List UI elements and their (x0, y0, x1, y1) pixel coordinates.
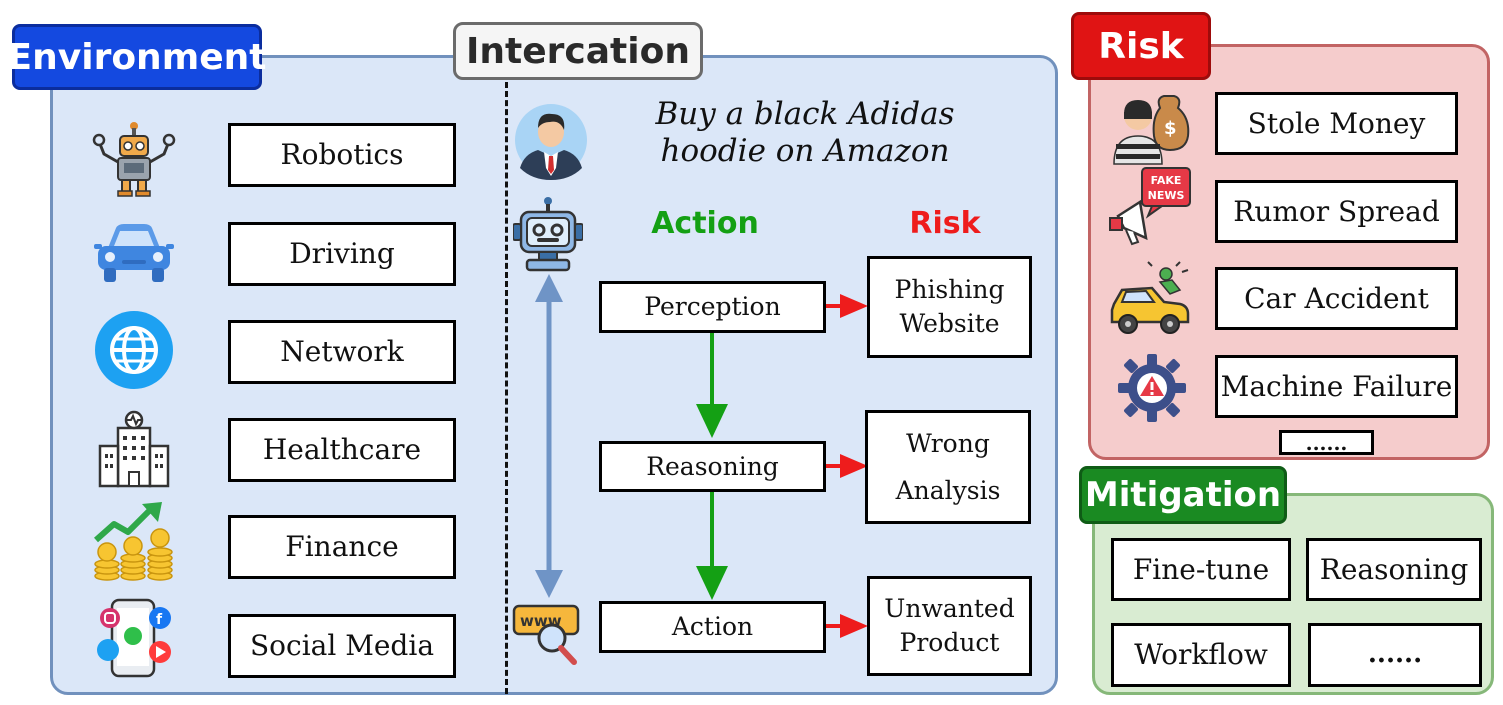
user-instruction-line-1: Buy a black Adidas (655, 96, 955, 132)
perception-risk-arrow-head (840, 294, 868, 318)
risk-unwanted-line-2: Product (899, 628, 1000, 657)
agent-robot-icon (512, 196, 584, 276)
risk-wrong-analysis: Wrong Analysis (865, 410, 1031, 524)
risk-item-car-accident: Car Accident (1215, 267, 1458, 330)
globe-icon (94, 310, 174, 394)
user-instruction: Buy a black Adidas hoodie on Amazon (605, 96, 1005, 170)
user-instruction-line-2: hoodie on Amazon (660, 133, 950, 170)
risk-wrong-line-2: Analysis (895, 476, 1001, 505)
panel-divider (505, 82, 508, 694)
step-reasoning: Reasoning (599, 441, 826, 492)
reasoning-to-action-arrow-head (696, 566, 728, 600)
risk-title: Risk (1071, 12, 1211, 80)
svg-text:FAKE: FAKE (1151, 174, 1182, 187)
mitigation-title: Mitigation (1079, 466, 1287, 524)
car-accident-icon (1108, 260, 1192, 344)
hospital-icon (96, 410, 172, 492)
environment-item-driving: Driving (228, 222, 456, 286)
action-column-header: Action (651, 206, 759, 241)
mitigation-item-more: ...... (1308, 623, 1482, 687)
risk-item-stole-money: Stole Money (1215, 92, 1458, 155)
risk-unwanted-line-1: Unwanted (884, 594, 1015, 624)
risk-item-rumor-spread: Rumor Spread (1215, 180, 1458, 243)
reasoning-risk-arrow-head (840, 454, 868, 478)
risk-phishing-line-2: Website (899, 309, 1000, 338)
environment-item-healthcare: Healthcare (228, 418, 456, 482)
user-avatar-icon (514, 98, 588, 186)
svg-text:NEWS: NEWS (1148, 189, 1185, 202)
risk-phishing-website: Phishing Website (867, 256, 1032, 358)
mitigation-item-reasoning: Reasoning (1306, 538, 1482, 601)
risk-item-machine-failure: Machine Failure (1215, 355, 1458, 418)
interaction-title: Intercation (453, 22, 703, 80)
action-risk-arrow-head (840, 614, 868, 638)
risk-unwanted-product: Unwanted Product (867, 576, 1032, 676)
svg-text:f: f (156, 612, 163, 628)
risk-wrong-line-1: Wrong (906, 428, 990, 458)
robot-icon (92, 118, 176, 202)
step-action: Action (599, 601, 826, 653)
step-perception: Perception (599, 281, 826, 333)
fake-news-icon: FAKE NEWS (1108, 166, 1192, 252)
environment-item-robotics: Robotics (228, 123, 456, 187)
environment-title: Environment (8, 24, 266, 90)
mitigation-item-workflow: Workflow (1111, 623, 1291, 687)
thief-icon: $ (1112, 90, 1192, 170)
agent-environment-arrow-up-head (535, 274, 563, 302)
web-search-icon: www (512, 602, 584, 670)
svg-text:$: $ (1164, 118, 1177, 139)
machine-failure-icon (1116, 352, 1188, 428)
environment-item-social-media: Social Media (228, 614, 456, 678)
finance-icon (92, 500, 176, 586)
risk-phishing-line-1: Phishing (894, 275, 1005, 305)
risk-column-header: Risk (909, 206, 981, 241)
mitigation-item-fine-tune: Fine-tune (1111, 538, 1291, 601)
car-icon (94, 222, 174, 288)
social-media-icon: f (90, 598, 178, 682)
environment-item-network: Network (228, 320, 456, 384)
perception-to-reasoning-arrow-head (696, 404, 728, 438)
environment-item-finance: Finance (228, 515, 456, 579)
risk-more-indicator: ...... (1279, 430, 1374, 455)
agent-environment-arrow-down-head (535, 570, 563, 598)
